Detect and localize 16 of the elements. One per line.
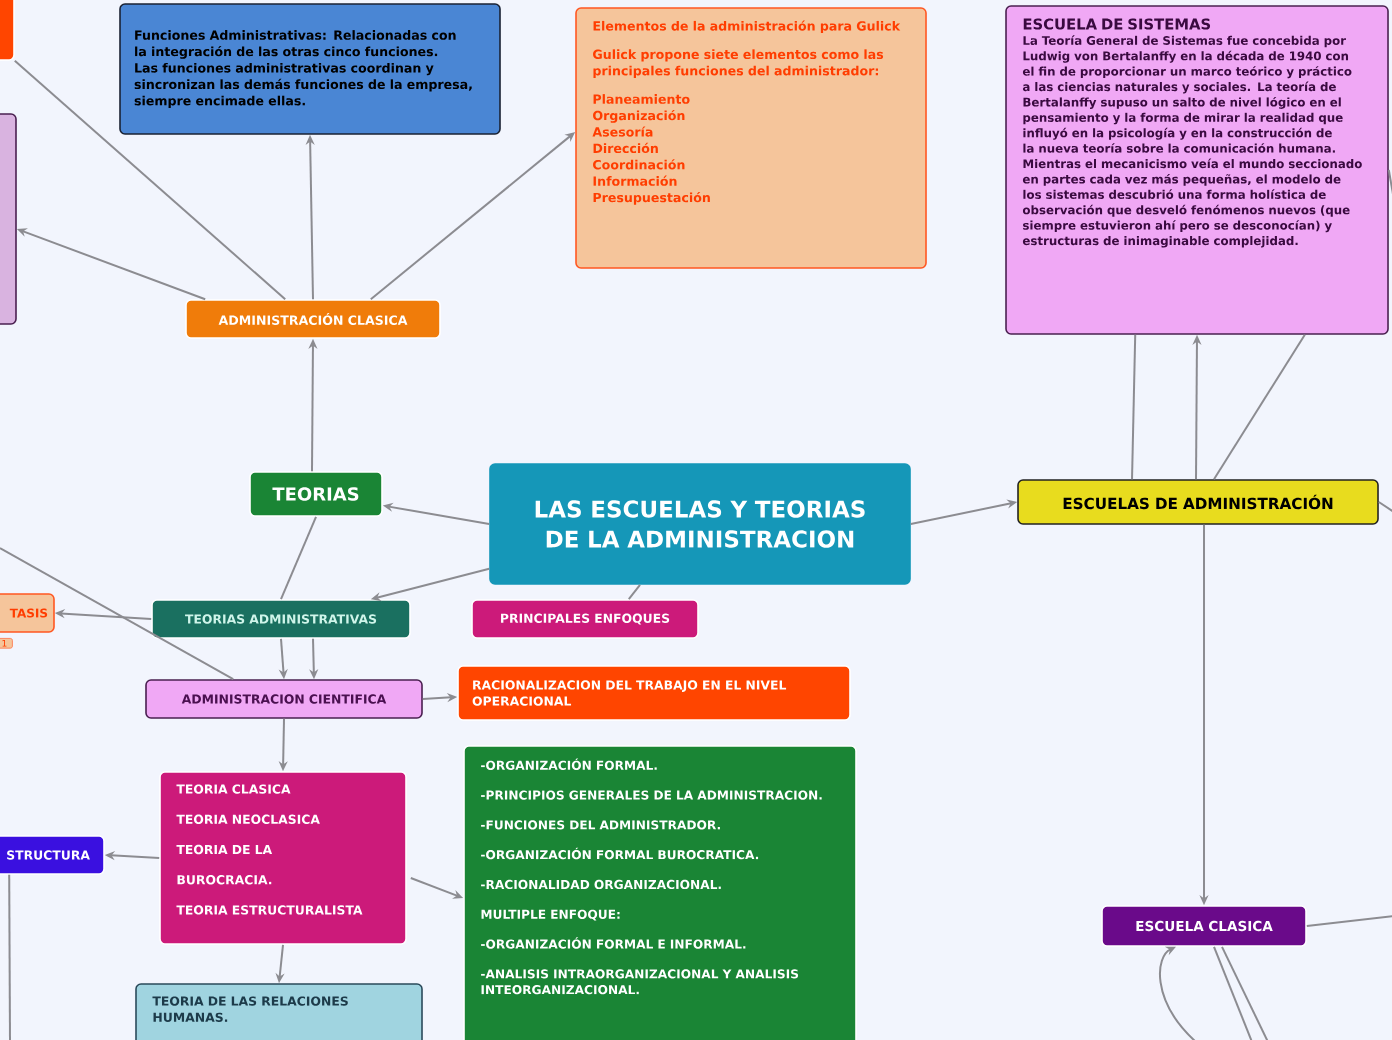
connector-line xyxy=(1213,333,1306,481)
title-box: LAS ESCUELAS Y TEORIAS DE LA ADMINISTRACION xyxy=(489,463,911,585)
connector-line xyxy=(0,547,235,681)
connector-line xyxy=(13,59,287,301)
connector-line xyxy=(280,515,317,601)
connector-line xyxy=(1131,333,1137,481)
topic-box xyxy=(0,113,17,325)
connector-line xyxy=(1213,945,1253,1040)
connector-line xyxy=(1305,915,1392,927)
connector-line xyxy=(8,873,11,1040)
connector-line xyxy=(1377,501,1392,513)
arrow xyxy=(1158,946,1197,1040)
connector-line xyxy=(627,583,641,601)
topic-box xyxy=(0,0,15,61)
topic-box: TEORIAS xyxy=(249,471,383,517)
connector-line xyxy=(1221,945,1269,1040)
